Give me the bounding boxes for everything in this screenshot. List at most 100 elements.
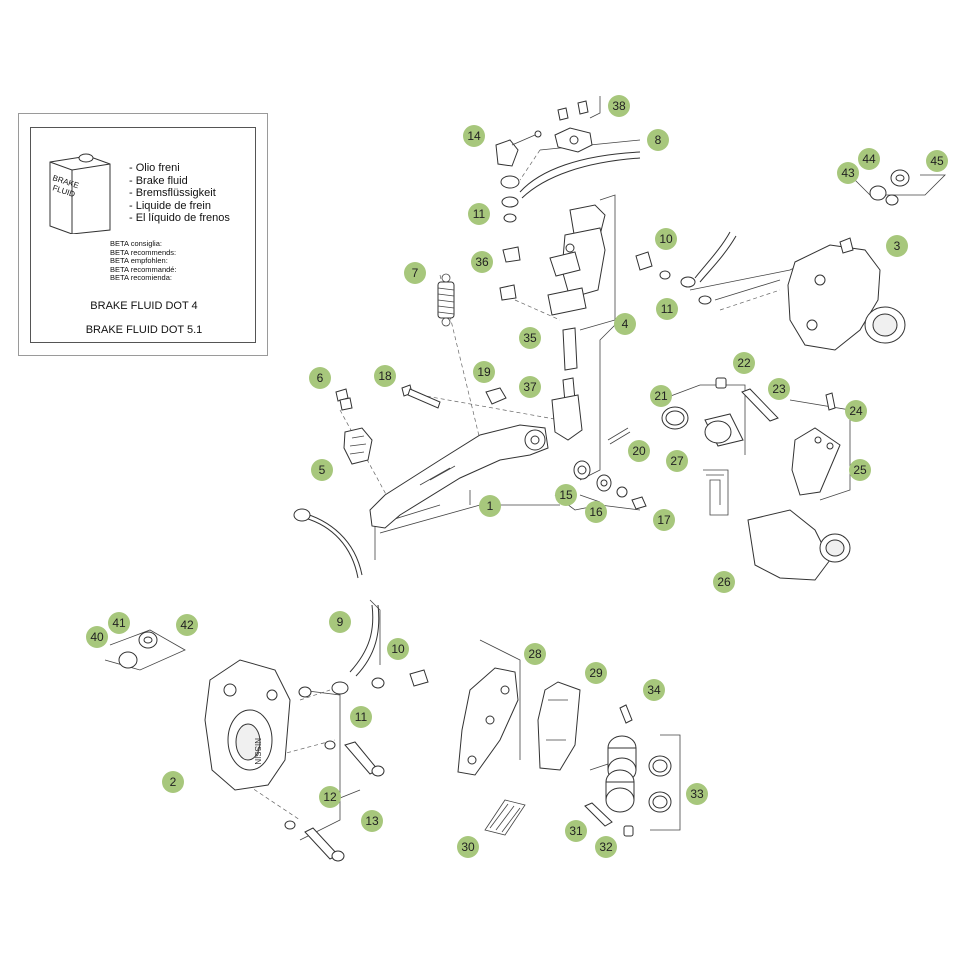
part-31-32-front-pin [584, 802, 634, 837]
callout-41[interactable]: 41 [108, 612, 130, 634]
part-12-13-front-pins [284, 740, 385, 862]
callout-31[interactable]: 31 [565, 820, 587, 842]
recommendation-item: BETA recomienda: [110, 273, 172, 282]
part-19-clip [485, 387, 507, 405]
callout-25[interactable]: 25 [849, 459, 871, 481]
callout-4[interactable]: 4 [614, 313, 636, 335]
part-28-pad-holder [457, 667, 519, 776]
callout-28[interactable]: 28 [524, 643, 546, 665]
recommendation-item: BETA consiglia: [110, 239, 162, 248]
part-24-bleed-nipple [825, 392, 836, 411]
recommendation-item: BETA empfohlen: [110, 256, 168, 265]
callout-29[interactable]: 29 [585, 662, 607, 684]
part-38-bracket [554, 100, 593, 153]
part-37-clevis [551, 377, 583, 441]
callout-12[interactable]: 12 [319, 786, 341, 808]
callout-13[interactable]: 13 [361, 810, 383, 832]
language-item: - Bremsflüssigkeit [129, 187, 216, 199]
brake-fluid-can-icon: BRAKE FLUID [49, 153, 111, 234]
callout-40[interactable]: 40 [86, 626, 108, 648]
callout-34[interactable]: 34 [643, 679, 665, 701]
callout-17[interactable]: 17 [653, 509, 675, 531]
caliper-brand-text: NISSIN [253, 738, 262, 765]
recommendation-item: BETA recommends: [110, 247, 177, 257]
fluid-language-list: - Olio freni - Brake fluid - Bremsflüssi… [129, 162, 230, 225]
callout-43[interactable]: 43 [837, 162, 859, 184]
callout-7[interactable]: 7 [404, 262, 426, 284]
callout-36[interactable]: 36 [471, 251, 493, 273]
callout-11-upper[interactable]: 11 [468, 203, 490, 225]
part-9-front-hose [298, 604, 429, 698]
part-15-16-17-bushings [573, 460, 647, 510]
callout-5[interactable]: 5 [311, 459, 333, 481]
part-14-banjo [495, 130, 542, 167]
part-5-peg [343, 427, 373, 465]
part-26-bracket [747, 509, 851, 581]
callout-2[interactable]: 2 [162, 771, 184, 793]
part-1-brake-pedal [369, 424, 549, 529]
callout-44[interactable]: 44 [858, 148, 880, 170]
part-7-spring [437, 273, 455, 327]
callout-20[interactable]: 20 [628, 440, 650, 462]
part-25-rear-pads [791, 427, 841, 496]
part-8-hose [500, 151, 641, 223]
callout-16[interactable]: 16 [585, 501, 607, 523]
callout-21[interactable]: 21 [650, 385, 672, 407]
part-40-41-42-front-pistons [118, 631, 158, 669]
part-3-rear-caliper [787, 237, 906, 351]
part-27-pad-spring [703, 469, 729, 516]
callout-42[interactable]: 42 [176, 614, 198, 636]
callout-3[interactable]: 3 [886, 235, 908, 257]
language-item: - Brake fluid [129, 174, 188, 187]
callout-14[interactable]: 14 [463, 125, 485, 147]
callout-10-rear[interactable]: 10 [655, 228, 677, 250]
callout-19[interactable]: 19 [473, 361, 495, 383]
language-item: - Olio freni [129, 162, 180, 174]
part-29-front-pads [537, 681, 581, 771]
callout-35[interactable]: 35 [519, 327, 541, 349]
leader-lines [104, 96, 946, 841]
callout-26[interactable]: 26 [713, 571, 735, 593]
part-43-44-45-rear-pistons [869, 169, 910, 206]
recommendation-list: BETA consiglia: BETA recommends: BETA em… [110, 239, 177, 283]
callout-32[interactable]: 32 [595, 836, 617, 858]
callout-10-front[interactable]: 10 [387, 638, 409, 660]
language-item: - Liquide de frein [129, 199, 211, 212]
callout-33[interactable]: 33 [686, 783, 708, 805]
part-18-bolt [401, 384, 441, 409]
callout-6[interactable]: 6 [309, 367, 331, 389]
part-6-screws [335, 388, 353, 411]
language-item: - El líquido de frenos [129, 212, 230, 224]
callout-15[interactable]: 15 [555, 484, 577, 506]
callout-30[interactable]: 30 [457, 836, 479, 858]
part-33-front-pistons [605, 735, 672, 813]
recommendation-item: BETA recommandé: [110, 264, 177, 274]
part-22-23-pin [715, 377, 779, 422]
fluid-spec-dot4: BRAKE FLUID DOT 4 [90, 300, 198, 312]
callout-1[interactable]: 1 [479, 495, 501, 517]
fluid-spec-dot51: BRAKE FLUID DOT 5.1 [85, 324, 203, 336]
callout-37[interactable]: 37 [519, 376, 541, 398]
callout-24[interactable]: 24 [845, 400, 867, 422]
rear-hose-lower [293, 508, 363, 579]
callout-27[interactable]: 27 [666, 450, 688, 472]
callout-9[interactable]: 9 [329, 611, 351, 633]
brake-fluid-panel: BRAKE FLUID - Olio freni - Brake fluid -… [18, 113, 268, 356]
callout-38[interactable]: 38 [608, 95, 630, 117]
callout-23[interactable]: 23 [768, 378, 790, 400]
part-35-push-rod [562, 327, 578, 371]
callout-45[interactable]: 45 [926, 150, 948, 172]
part-30-pad-spring [484, 799, 526, 836]
callout-11-front[interactable]: 11 [350, 706, 372, 728]
part-21-rear-seals [661, 406, 744, 447]
brake-fluid-panel-inner: BRAKE FLUID - Olio freni - Brake fluid -… [30, 127, 256, 343]
callout-18[interactable]: 18 [374, 365, 396, 387]
part-4-master-cylinder [499, 204, 606, 316]
callout-11-rear[interactable]: 11 [656, 298, 678, 320]
part-34-bleed [619, 704, 633, 724]
callout-22[interactable]: 22 [733, 352, 755, 374]
callout-8[interactable]: 8 [647, 129, 669, 151]
part-2-front-caliper: NISSIN [204, 659, 291, 791]
part-10-11-rear [635, 231, 737, 305]
part-20-pin [607, 427, 631, 445]
